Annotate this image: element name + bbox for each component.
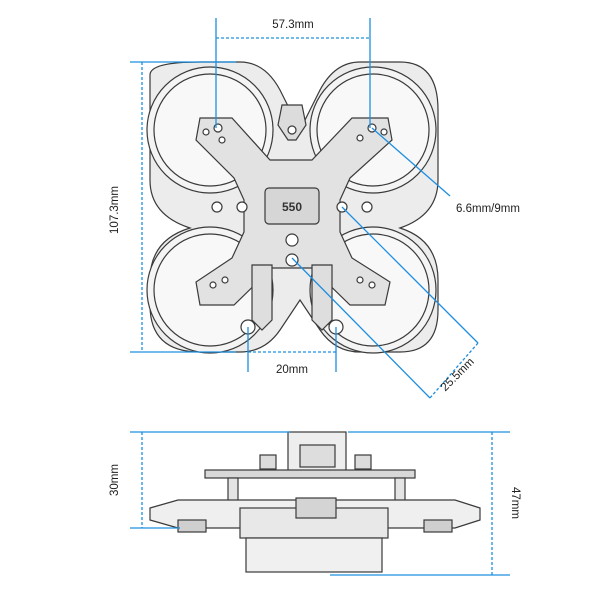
carbon-frame: [195, 104, 393, 306]
side-view: [149, 431, 481, 573]
frame-label: 550: [282, 200, 302, 214]
dimension-lines-side: [130, 431, 510, 576]
dim-mount-hole: 6.6mm/9mm: [456, 203, 520, 215]
dim-total-height: 107.3mm: [109, 186, 121, 234]
top-plate: [204, 469, 416, 479]
dim-rear-width: 20mm: [276, 364, 308, 376]
dim-stack-diagonal: 25.5mm: [439, 356, 477, 394]
top-view: [146, 61, 439, 354]
dim-height-low: 30mm: [109, 464, 121, 496]
motor-mount-br: [356, 276, 376, 289]
dim-motor-spacing: 57.3mm: [272, 19, 314, 31]
motor-mount-bl: [209, 276, 229, 289]
motor-mount-tl: [202, 123, 226, 144]
dimension-lines-top: [130, 18, 479, 399]
dim-height-total: 47mm: [509, 487, 521, 519]
battery-tray: [245, 537, 383, 573]
rear-feet: [240, 264, 344, 335]
